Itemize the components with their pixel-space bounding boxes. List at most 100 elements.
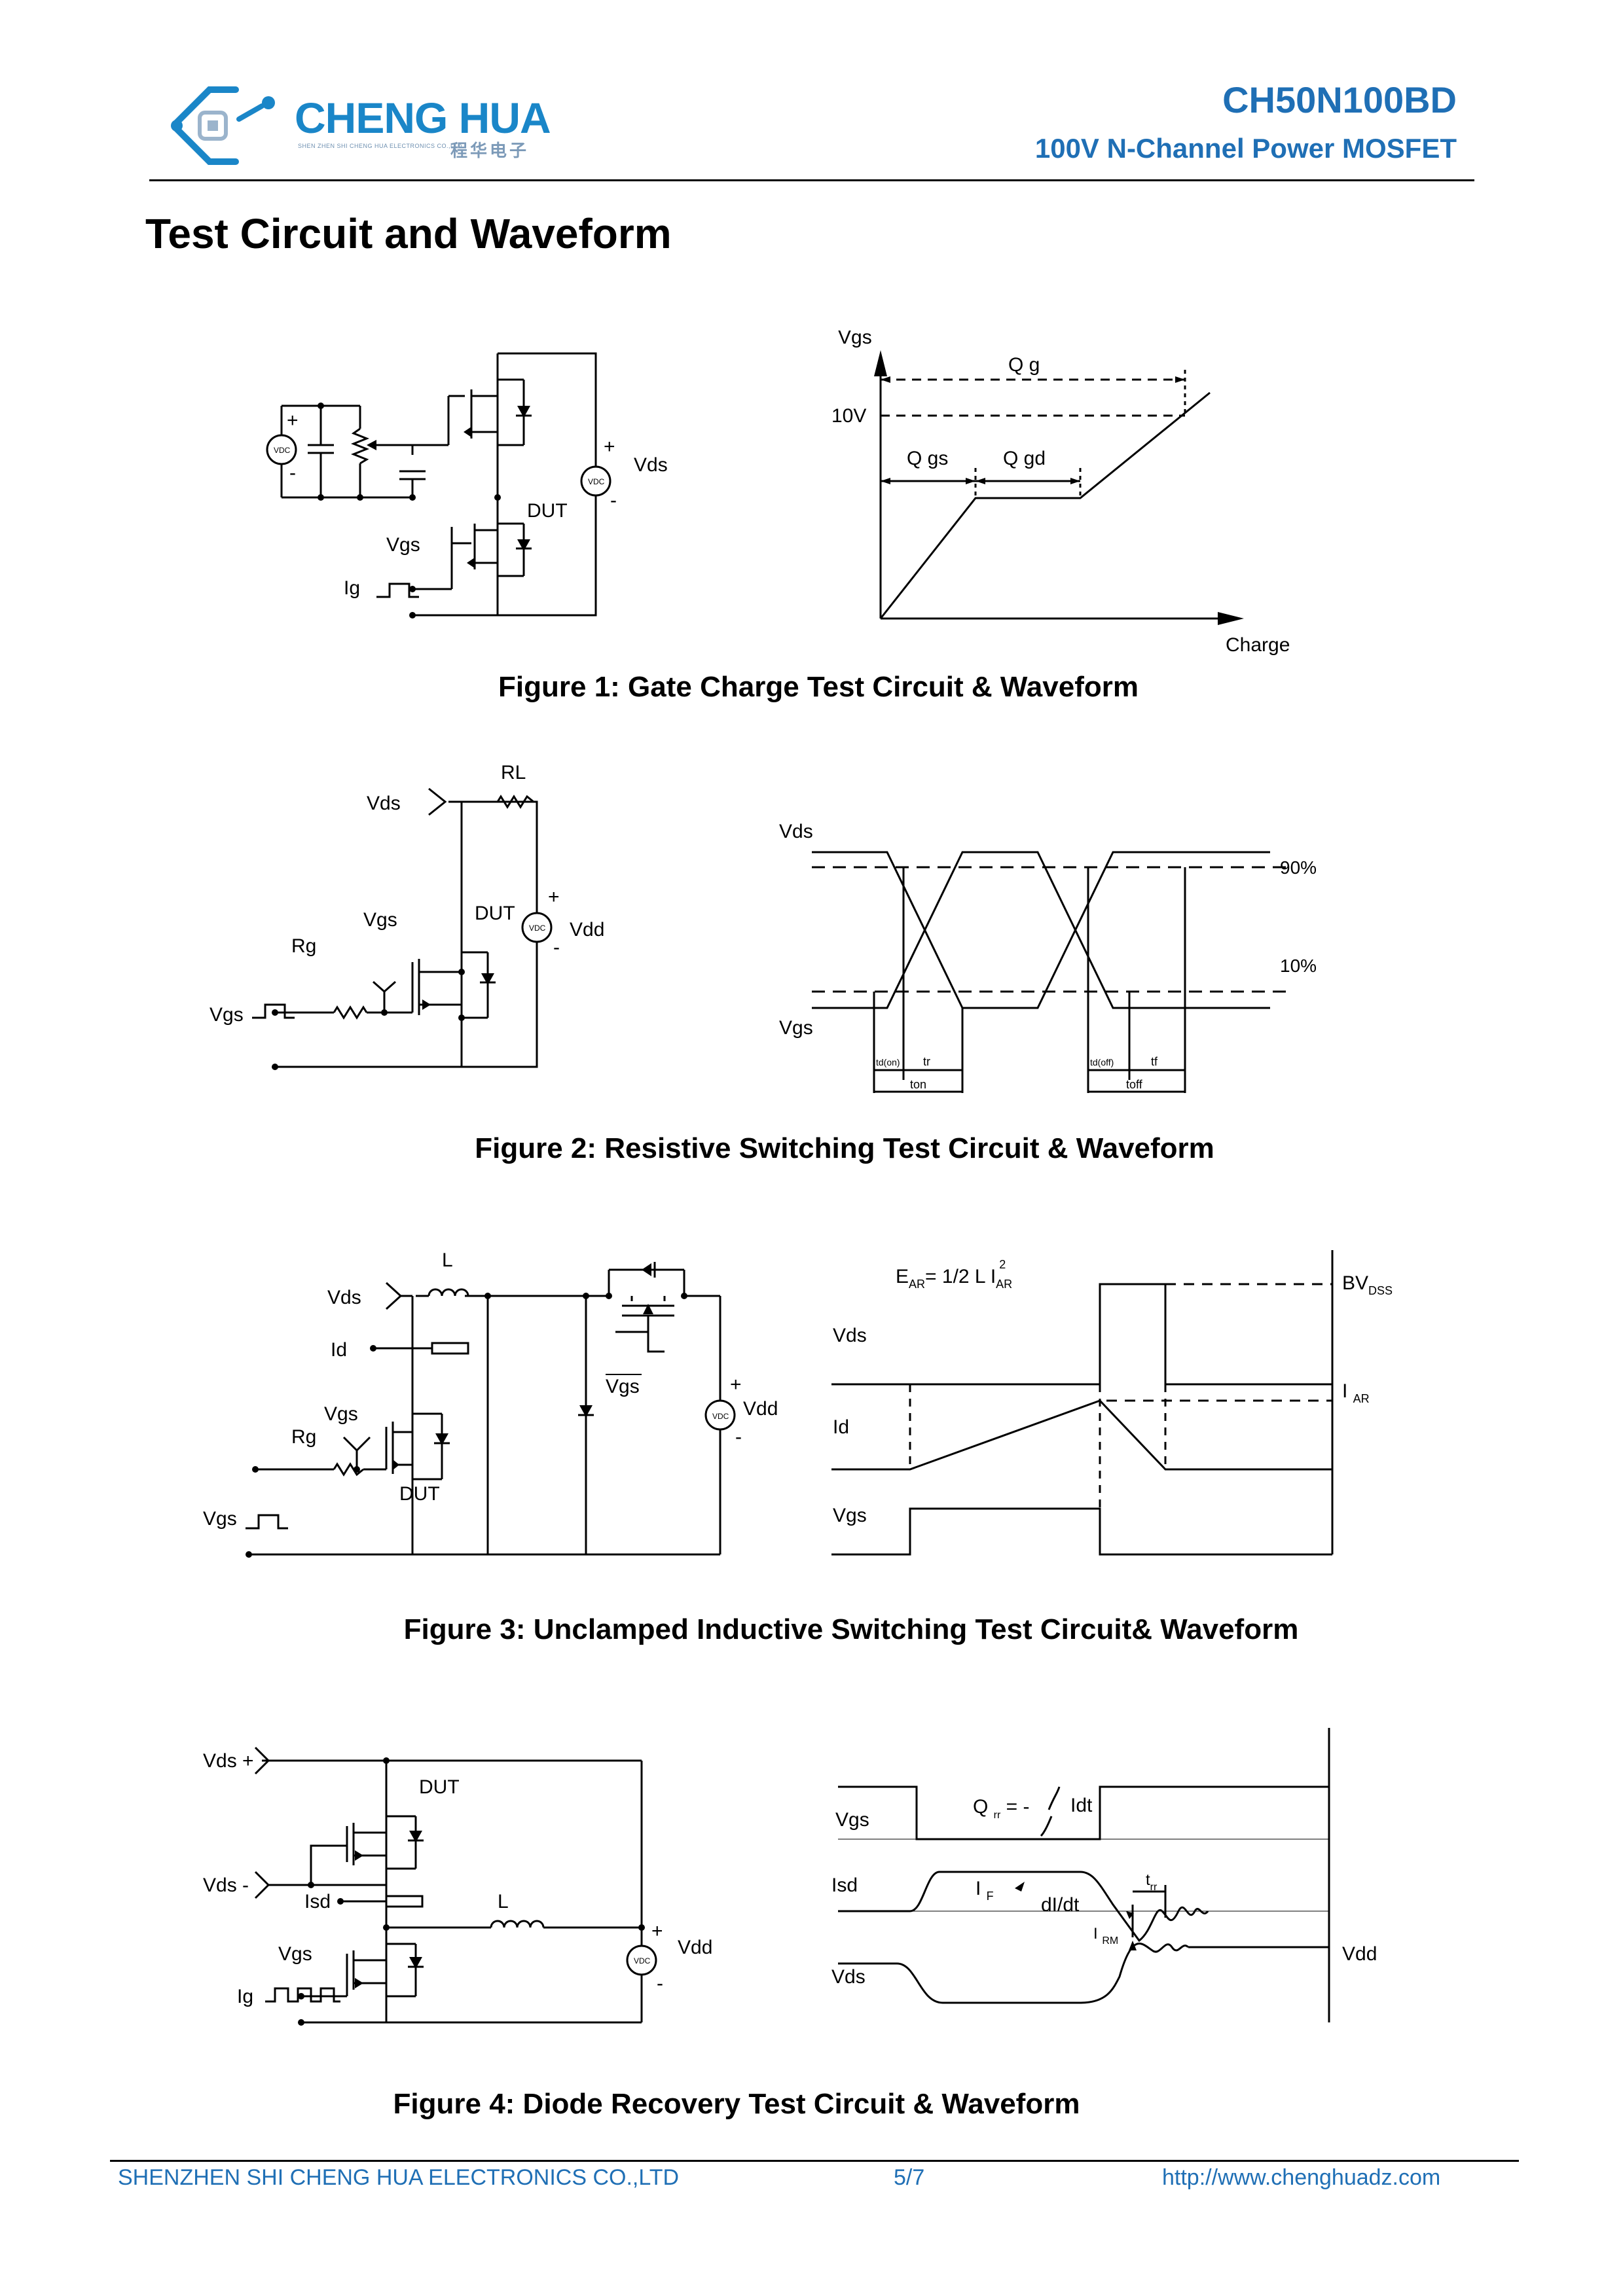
- irm-label: I RM: [1093, 1925, 1118, 1946]
- p10-label: 10%: [1280, 956, 1317, 976]
- vgs-input-label: Vgs: [210, 1004, 244, 1026]
- tf-label: tf: [1151, 1055, 1158, 1068]
- vgs-label: Vgs: [278, 1943, 312, 1965]
- figure-1-caption: Figure 1: Gate Charge Test Circuit & Wav…: [498, 671, 1139, 703]
- plus-sign: +: [730, 1374, 742, 1395]
- vds-label: Vds: [831, 1966, 866, 1988]
- toff-label: toff: [1126, 1078, 1143, 1091]
- figure-4-waveform: Q rr = - Idt Vgs Isd I F dI/dt trr I RM …: [831, 1728, 1377, 2022]
- id-label: Id: [331, 1339, 347, 1361]
- minus-sign: -: [735, 1426, 742, 1448]
- vgs-label: Vgs: [386, 534, 420, 556]
- company-logo: CHENG HUA SHEN ZHEN SHI CHENG HUA ELECTR…: [164, 73, 556, 178]
- vds-label: Vds: [779, 821, 813, 842]
- logo-name: CHENG HUA: [295, 94, 551, 142]
- vdd-label: Vdd: [743, 1398, 778, 1420]
- plus-label: +: [287, 410, 299, 431]
- dut-label: DUT: [419, 1776, 460, 1798]
- minus-sign: -: [657, 1973, 663, 1994]
- l-label: L: [442, 1249, 453, 1271]
- footer-url[interactable]: http://www.chenghuadz.com: [1162, 2165, 1441, 2190]
- isd-label: Isd: [831, 1874, 858, 1896]
- vdd-label: Vdd: [570, 919, 604, 941]
- plus-sign: +: [548, 886, 560, 908]
- vgs-axis-label: Vgs: [838, 331, 872, 348]
- section-title: Test Circuit and Waveform: [145, 210, 672, 257]
- vds-label: Vds: [327, 1287, 361, 1308]
- ton-label: ton: [910, 1078, 926, 1091]
- figure-1-waveform: Vgs Q g 10V Q gs Q gd Charge: [831, 331, 1290, 656]
- figure-3-waveform: EAR= 1/2 L IAR2 BVDSS Vds I AR Id Vgs: [831, 1250, 1393, 1556]
- vdc1-label: VDC: [274, 446, 291, 455]
- vgs-probe-label: Vgs: [363, 909, 397, 931]
- id-label: Id: [833, 1416, 849, 1438]
- dut-label: DUT: [527, 500, 568, 522]
- vds-minus-label: Vds -: [203, 1874, 249, 1896]
- vdc-label: VDC: [634, 1956, 651, 1965]
- iar-label: I AR: [1342, 1380, 1370, 1405]
- tr-label: tr: [923, 1055, 930, 1068]
- dut-label: DUT: [399, 1483, 440, 1505]
- qgs-label: Q gs: [907, 448, 948, 469]
- logo-subtitle: SHEN ZHEN SHI CHENG HUA ELECTRONICS CO.,…: [298, 143, 462, 149]
- footer-company: SHENZHEN SHI CHENG HUA ELECTRONICS CO.,L…: [118, 2165, 680, 2190]
- header-divider: [149, 179, 1474, 181]
- vds-plus-label: Vds +: [203, 1750, 254, 1772]
- vdc-label: VDC: [712, 1412, 729, 1421]
- part-number: CH50N100BD: [1222, 79, 1457, 120]
- rg-label: Rg: [291, 935, 316, 957]
- vdc-label: VDC: [529, 924, 546, 933]
- dut-label: DUT: [475, 903, 515, 924]
- product-subtitle: 100V N-Channel Power MOSFET: [1034, 133, 1457, 164]
- v10-label: 10V: [831, 405, 866, 427]
- vgs-label: Vgs: [835, 1809, 869, 1831]
- vgs-probe-label: Vgs: [324, 1403, 358, 1425]
- vdc2-label: VDC: [588, 477, 605, 486]
- logo-mark-icon: [171, 86, 275, 165]
- minus-label: -: [289, 462, 296, 484]
- figure-4-circuit: Vds + DUT Vds - Isd L Vgs Vdd VDC Ig + -: [203, 1746, 712, 2026]
- figure-3-circuit: VDC L Vds Id Vgs Vgs Rg DUT Vdd Vgs + -: [203, 1249, 778, 1558]
- ear-label: EAR= 1/2 L IAR2: [896, 1258, 1012, 1291]
- qgd-label: Q gd: [1003, 448, 1046, 469]
- ig-label: Ig: [344, 577, 360, 599]
- vds-label: Vds: [634, 454, 668, 476]
- vgs-input-label: Vgs: [203, 1508, 237, 1530]
- figure-4-caption: Figure 4: Diode Recovery Test Circuit & …: [393, 2088, 1080, 2120]
- p90-label: 90%: [1280, 857, 1317, 878]
- figure-2-circuit: VDC RL Vds Vgs DUT Vdd Rg Vgs + -: [210, 762, 604, 1070]
- figure-3-caption: Figure 3: Unclamped Inductive Switching …: [403, 1613, 1299, 1645]
- vds-label: Vds: [833, 1325, 867, 1346]
- minus-sign: -: [553, 937, 560, 958]
- vdd-label: Vdd: [678, 1937, 712, 1958]
- charge-axis-label: Charge: [1226, 634, 1290, 656]
- figure-2-waveform: Vds 90% 10% Vgs td(on) tr ton td(off) tf…: [779, 821, 1317, 1093]
- bvdss-label: BVDSS: [1342, 1272, 1393, 1297]
- rl-label: RL: [501, 762, 526, 783]
- trr-label: trr: [1146, 1871, 1158, 1893]
- figure-2-caption: Figure 2: Resistive Switching Test Circu…: [475, 1132, 1214, 1164]
- isd-label: Isd: [304, 1891, 331, 1912]
- minus-label: -: [610, 490, 617, 511]
- vdd-label: Vdd: [1342, 1943, 1377, 1965]
- qg-label: Q g: [1008, 354, 1040, 376]
- qrr-label: Q rr = -: [973, 1796, 1030, 1821]
- vgs-label: Vgs: [779, 1017, 813, 1039]
- plus-label: +: [604, 436, 615, 457]
- l-label: L: [498, 1891, 509, 1912]
- footer-page: 5/7: [894, 2165, 925, 2190]
- plus-sign: +: [651, 1920, 663, 1942]
- idt-label: Idt: [1070, 1795, 1093, 1816]
- footer-divider: [110, 2160, 1519, 2162]
- vds-label: Vds: [367, 793, 401, 814]
- tdon-label: td(on): [876, 1057, 900, 1067]
- figure-1-circuit: VDC VDC + - + - Vds DUT Vgs Ig: [266, 352, 668, 619]
- rg-label: Rg: [291, 1426, 316, 1448]
- didt-label: dI/dt: [1041, 1894, 1080, 1916]
- vgs-bar-label: Vgs: [606, 1376, 640, 1397]
- if-label: I F: [976, 1878, 994, 1903]
- tdoff-label: td(off): [1090, 1057, 1114, 1067]
- vgs-label: Vgs: [833, 1505, 867, 1526]
- logo-chinese-name: 程华电子: [450, 141, 530, 160]
- ig-label: Ig: [237, 1986, 253, 2007]
